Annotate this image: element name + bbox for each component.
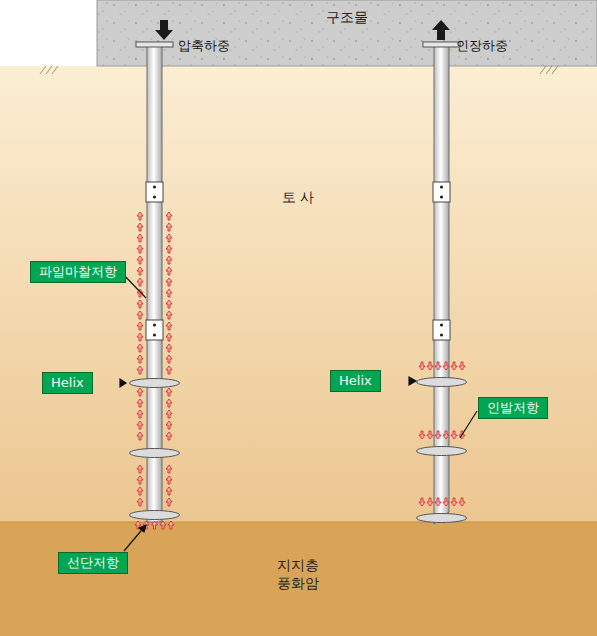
- tension-arrow: [432, 20, 450, 40]
- layer-band: 구조물: [97, 0, 597, 66]
- compression-pile: [130, 42, 180, 522]
- layer-band: 토 사파일마찰저항 Helix Helix 인발저항: [0, 66, 597, 522]
- label-box: 인발저항: [478, 397, 548, 419]
- box-text: Helix: [51, 375, 84, 391]
- box-text: 선단저항: [67, 555, 119, 571]
- compression-arrow: [155, 20, 173, 40]
- label-box: 파일마찰저항: [30, 261, 126, 283]
- load-label: 압축하중: [178, 37, 230, 55]
- soil-layer: [0, 66, 597, 522]
- label-box: 선단저항: [58, 552, 128, 574]
- box-text: 파일마찰저항: [39, 264, 117, 280]
- structure-slab: [97, 0, 597, 66]
- layer-name: 구조물: [97, 8, 597, 26]
- rock-layer: [0, 522, 597, 636]
- box-text: 인발저항: [487, 400, 539, 416]
- load-label: 인장하중: [456, 37, 508, 55]
- tension-pile: [417, 42, 467, 524]
- label-box: Helix: [330, 370, 381, 392]
- layer-name: 지지층 풍화암: [268, 556, 328, 592]
- resistance-arrows: [135, 212, 465, 529]
- layer-name: 토 사: [248, 188, 348, 206]
- label-box: Helix: [42, 372, 93, 394]
- leader-lines: [120, 272, 477, 551]
- box-text: Helix: [339, 373, 372, 389]
- ground-hatch: [40, 66, 558, 74]
- layer-band: 지지층 풍화암 선단저항: [0, 522, 597, 636]
